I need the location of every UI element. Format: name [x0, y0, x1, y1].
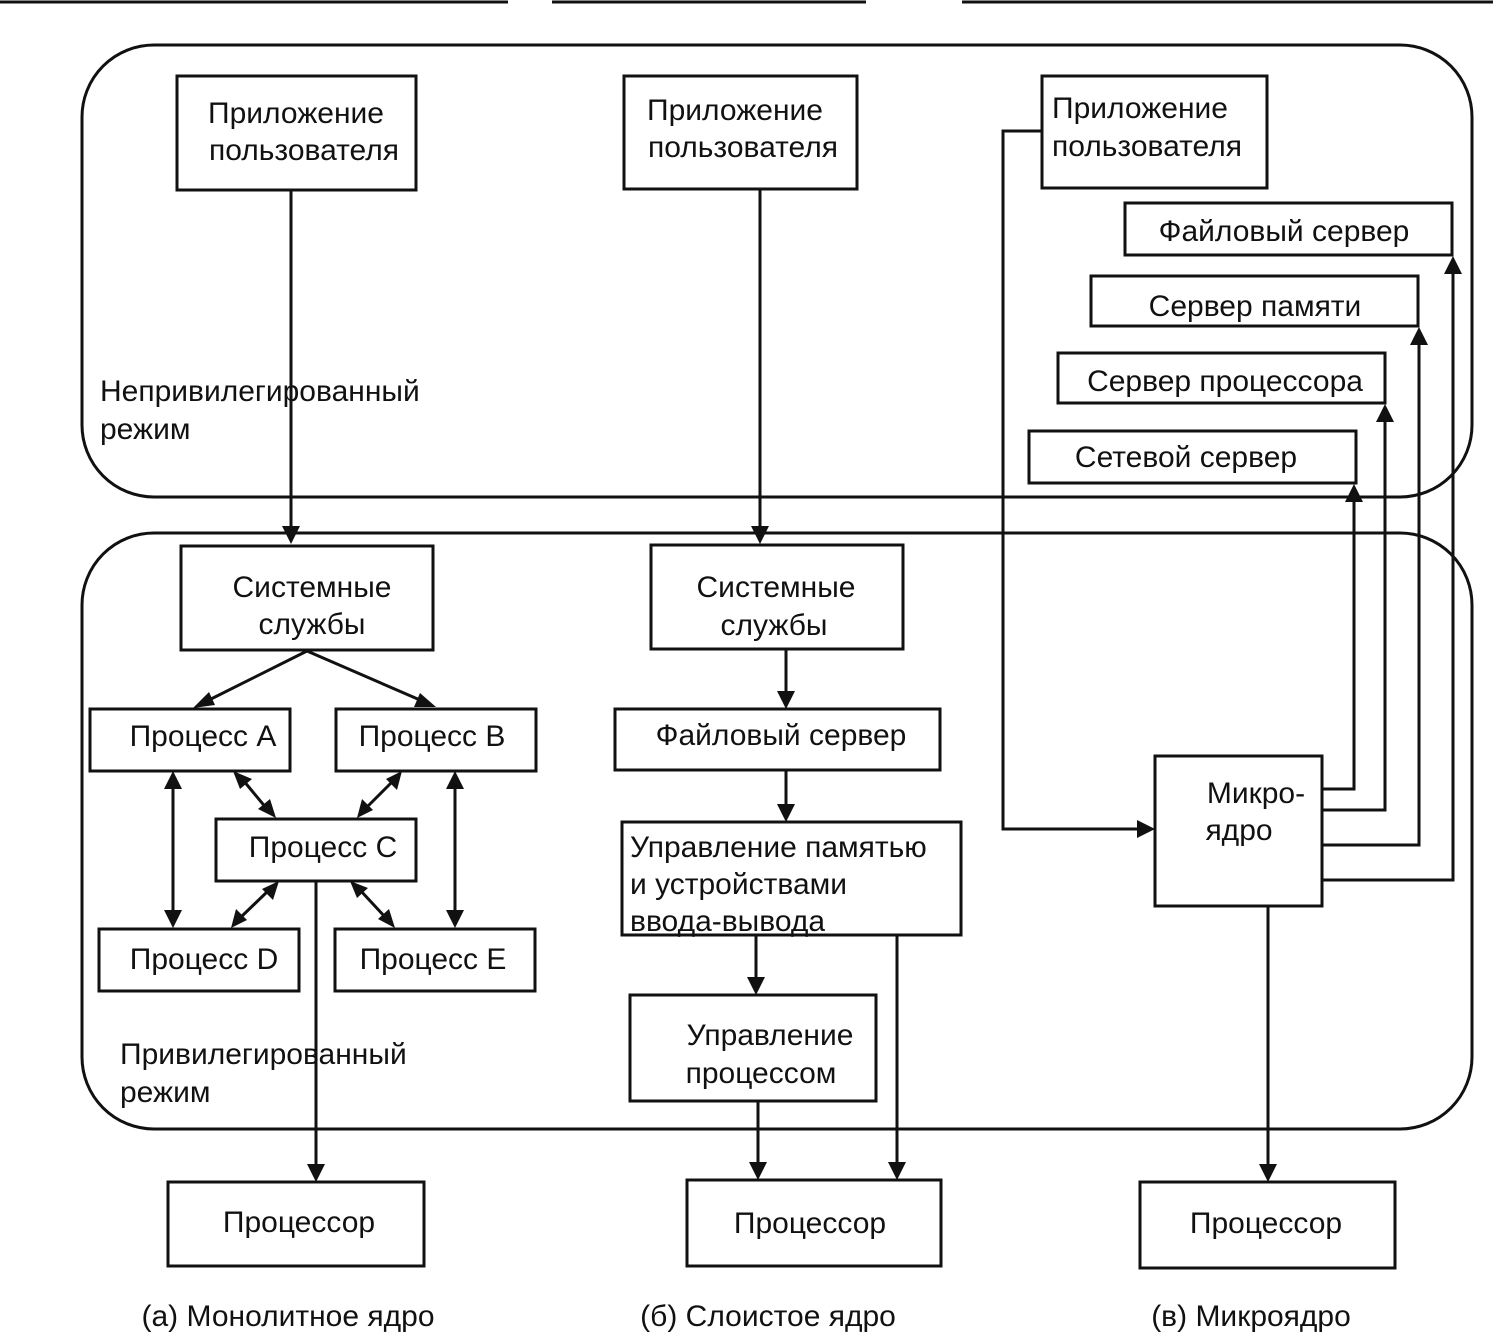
- layered-system-services-line2: службы: [721, 609, 828, 642]
- layered-system-services-line1: Системные: [697, 571, 856, 604]
- layered-mem-io-line3: ввода-вывода: [630, 905, 825, 938]
- user-mode-label-line2: режим: [100, 413, 190, 446]
- monolithic-kernel: Приложение пользователя Системные службы…: [88, 74, 538, 1333]
- process-a-box: [88, 707, 292, 773]
- mono-caption: (а) Монолитное ядро: [142, 1300, 435, 1333]
- layered-mem-io-line2: и устройствами: [630, 868, 847, 901]
- mono-user-app-box: [175, 74, 418, 192]
- process-e-box: [333, 927, 537, 993]
- mono-system-services-line2: службы: [259, 608, 366, 641]
- process-c-box: [214, 817, 418, 883]
- micro-cpu-server-box: [1056, 351, 1387, 405]
- layered-process-mgmt-box: [628, 993, 878, 1103]
- process-d-box: [97, 927, 301, 993]
- user-mode-region: [80, 43, 1474, 499]
- layered-file-server-box: [613, 707, 942, 772]
- process-a-label: Процесс A: [130, 720, 277, 753]
- micro-network-server-box: [1027, 429, 1358, 485]
- layered-user-app-line1: Приложение: [647, 94, 823, 127]
- process-e-label: Процесс E: [360, 943, 507, 976]
- layered-caption: (б) Слоистое ядро: [640, 1300, 896, 1333]
- process-b-box: [334, 707, 538, 773]
- layered-mem-io-box: [620, 820, 963, 937]
- mono-system-services-box: [179, 544, 435, 652]
- mono-system-services-line1: Системные: [233, 571, 392, 604]
- micro-caption: (в) Микроядро: [1151, 1300, 1351, 1333]
- micro-memory-server-box: [1089, 274, 1420, 328]
- mono-cpu-box: [166, 1180, 426, 1268]
- layered-user-app-box: [622, 74, 859, 191]
- layered-kernel: Приложение пользователя Системные службы…: [613, 74, 963, 1333]
- micro-file-server-label: Файловый сервер: [1159, 215, 1410, 248]
- process-c-label: Процесс C: [249, 831, 397, 864]
- mono-user-app-line1: Приложение: [208, 97, 384, 130]
- process-d-label: Процесс D: [130, 943, 278, 976]
- micro-user-app-line1: Приложение: [1052, 92, 1228, 125]
- micro-user-app-box: [1040, 74, 1269, 190]
- micro-user-app-line2: пользователя: [1052, 130, 1242, 163]
- mono-user-app-line2: пользователя: [209, 134, 399, 167]
- micro-memory-server-label: Сервер памяти: [1149, 290, 1362, 323]
- micro-cpu-box: [1138, 1180, 1397, 1270]
- layered-user-app-line2: пользователя: [648, 131, 838, 164]
- microkernel-line1: Микро-: [1207, 777, 1305, 810]
- layered-process-mgmt-line2: процессом: [686, 1057, 837, 1090]
- mono-cpu-label: Процессор: [223, 1206, 375, 1239]
- layered-mem-io-line1: Управление памятью: [630, 831, 927, 864]
- layered-process-mgmt-line1: Управление: [687, 1019, 854, 1052]
- process-b-label: Процесс B: [359, 720, 506, 753]
- kernel-mode-region: [80, 531, 1474, 1131]
- user-mode-label-line1: Непривилегированный: [100, 375, 420, 408]
- layered-cpu-label: Процессор: [734, 1207, 886, 1240]
- microkernel: Приложение пользователя Файловый сервер …: [1001, 74, 1462, 1333]
- microkernel-box: [1153, 754, 1324, 908]
- micro-network-server-label: Сетевой сервер: [1075, 441, 1297, 474]
- micro-file-server-box: [1123, 201, 1454, 257]
- layered-system-services-box: [649, 543, 905, 651]
- micro-cpu-label: Процессор: [1190, 1207, 1342, 1240]
- layered-cpu-box: [685, 1178, 943, 1268]
- kernel-mode-label-line2: режим: [120, 1076, 210, 1109]
- microkernel-line2: ядро: [1205, 814, 1272, 847]
- micro-cpu-server-label: Сервер процессора: [1087, 365, 1363, 398]
- kernel-mode-label-line1: Привилегированный: [120, 1038, 407, 1071]
- layered-file-server-label: Файловый сервер: [656, 719, 907, 752]
